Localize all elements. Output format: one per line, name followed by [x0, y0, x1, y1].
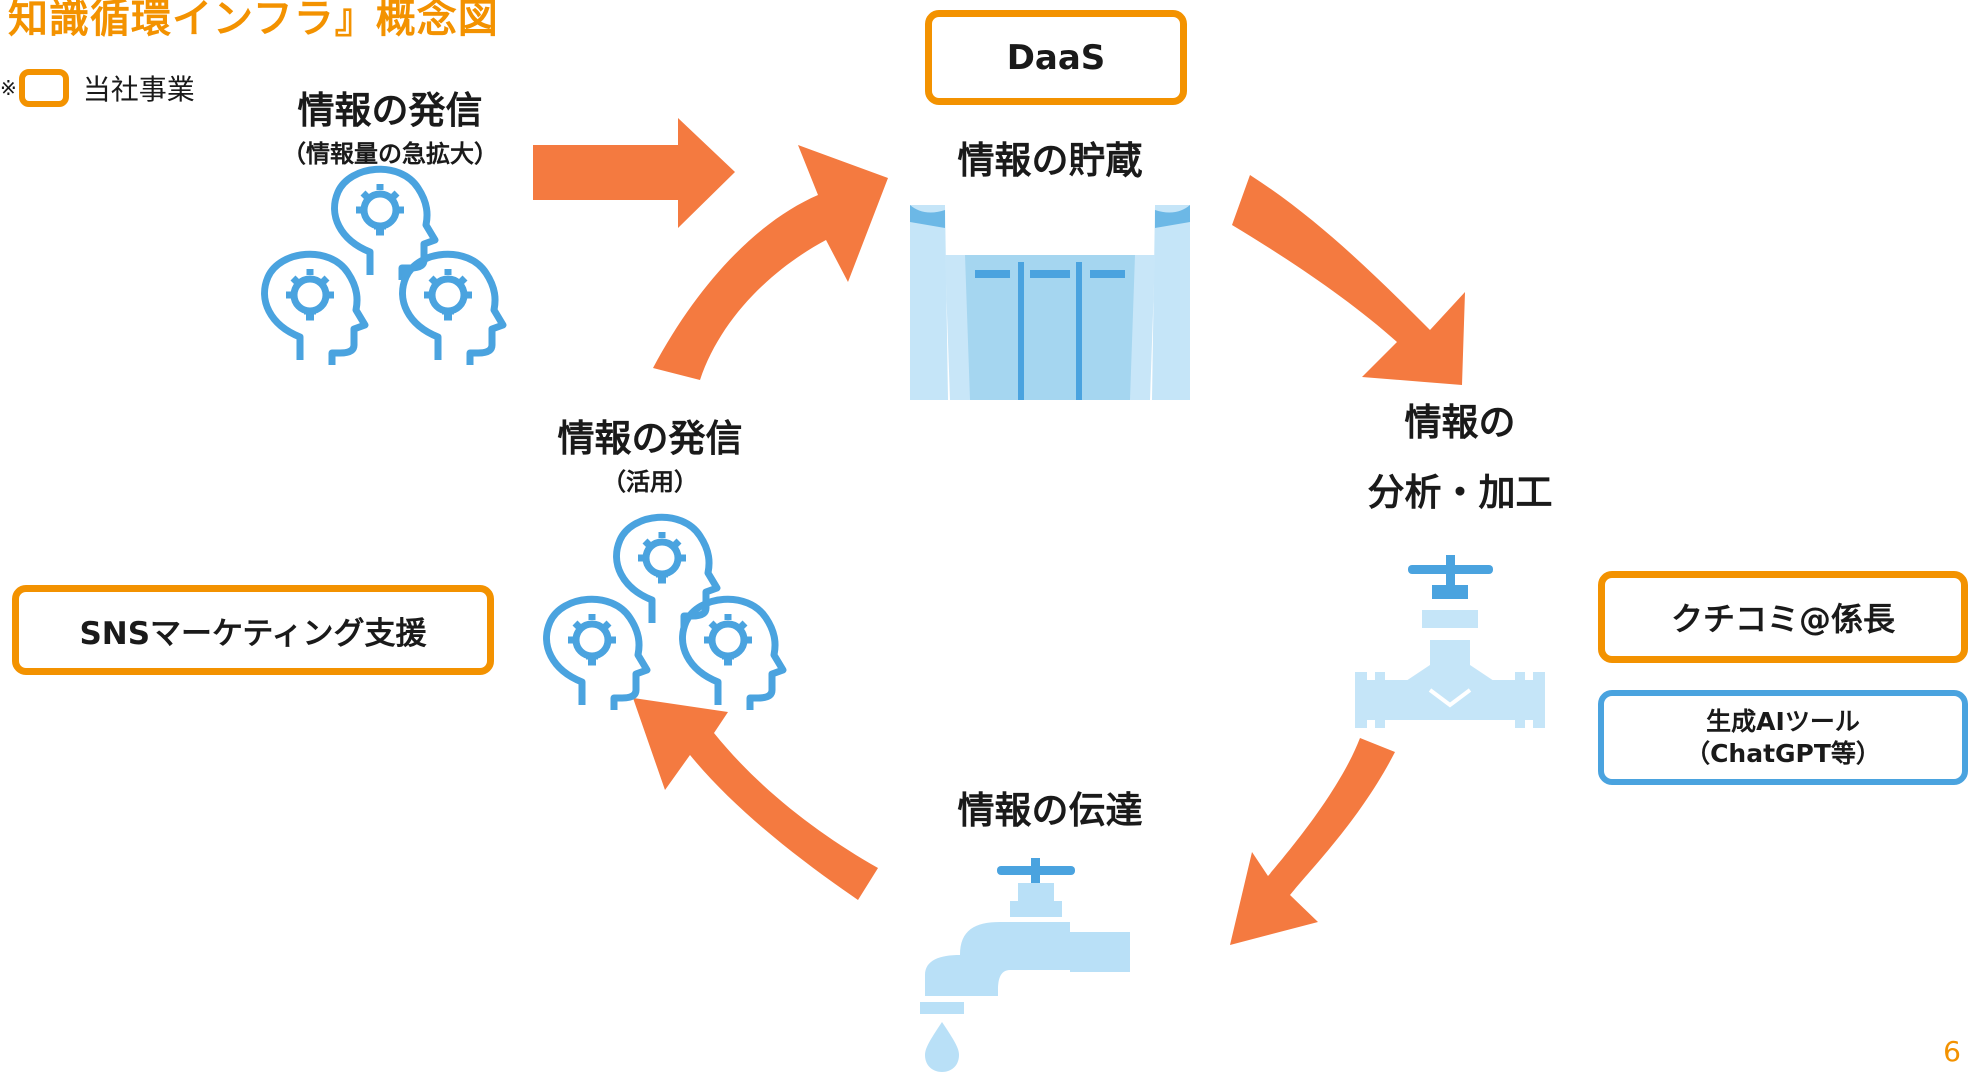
legend-mark: ※: [0, 76, 17, 100]
legend-text: 当社事業: [82, 73, 195, 106]
node-send-left-sub: （活用）: [602, 468, 698, 496]
valve-icon: [1355, 555, 1545, 728]
tag-sns-marketing: SNSマーケティング支援: [12, 585, 494, 675]
legend: ※ 当社事業: [0, 68, 195, 108]
flow-arrow-down-left: [1230, 738, 1395, 945]
tag-genai-line1: 生成AIツール: [1706, 707, 1860, 737]
tag-genai: 生成AIツール （ChatGPT等）: [1598, 690, 1968, 785]
page-number: 6: [1943, 1035, 1961, 1068]
flow-arrow-intake: [533, 118, 735, 228]
flow-arrow-up-left: [653, 145, 888, 380]
node-analysis-line2: 分析・加工: [1367, 471, 1553, 514]
tag-daas: DaaS: [925, 10, 1187, 105]
faucet-icon: [920, 858, 1130, 1072]
node-send-left: 情報の発信 （活用）: [530, 408, 770, 497]
legend-box-swatch: [18, 69, 69, 107]
dam-icon: [910, 205, 1190, 400]
flow-arrow-up-bottom: [633, 698, 878, 900]
node-storage-title: 情報の貯蔵: [957, 139, 1143, 182]
node-send-left-title: 情報の発信: [557, 417, 743, 460]
heads-icon-top: [261, 165, 507, 365]
node-send-top-sub: （情報量の急拡大）: [282, 140, 498, 168]
page-title: 知識循環インフラ』概念図: [8, 0, 499, 42]
node-delivery-title: 情報の伝達: [957, 789, 1143, 832]
node-send-top-title: 情報の発信: [297, 89, 483, 132]
flow-arrow-down-right: [1232, 175, 1465, 385]
node-send-top: 情報の発信 （情報量の急拡大）: [270, 80, 510, 169]
node-analysis-line1: 情報の: [1404, 401, 1516, 444]
tag-genai-line2: （ChatGPT等）: [1685, 738, 1881, 768]
tag-kuchikomi: クチコミ@係長: [1598, 571, 1968, 663]
heads-icon-left: [543, 513, 787, 710]
